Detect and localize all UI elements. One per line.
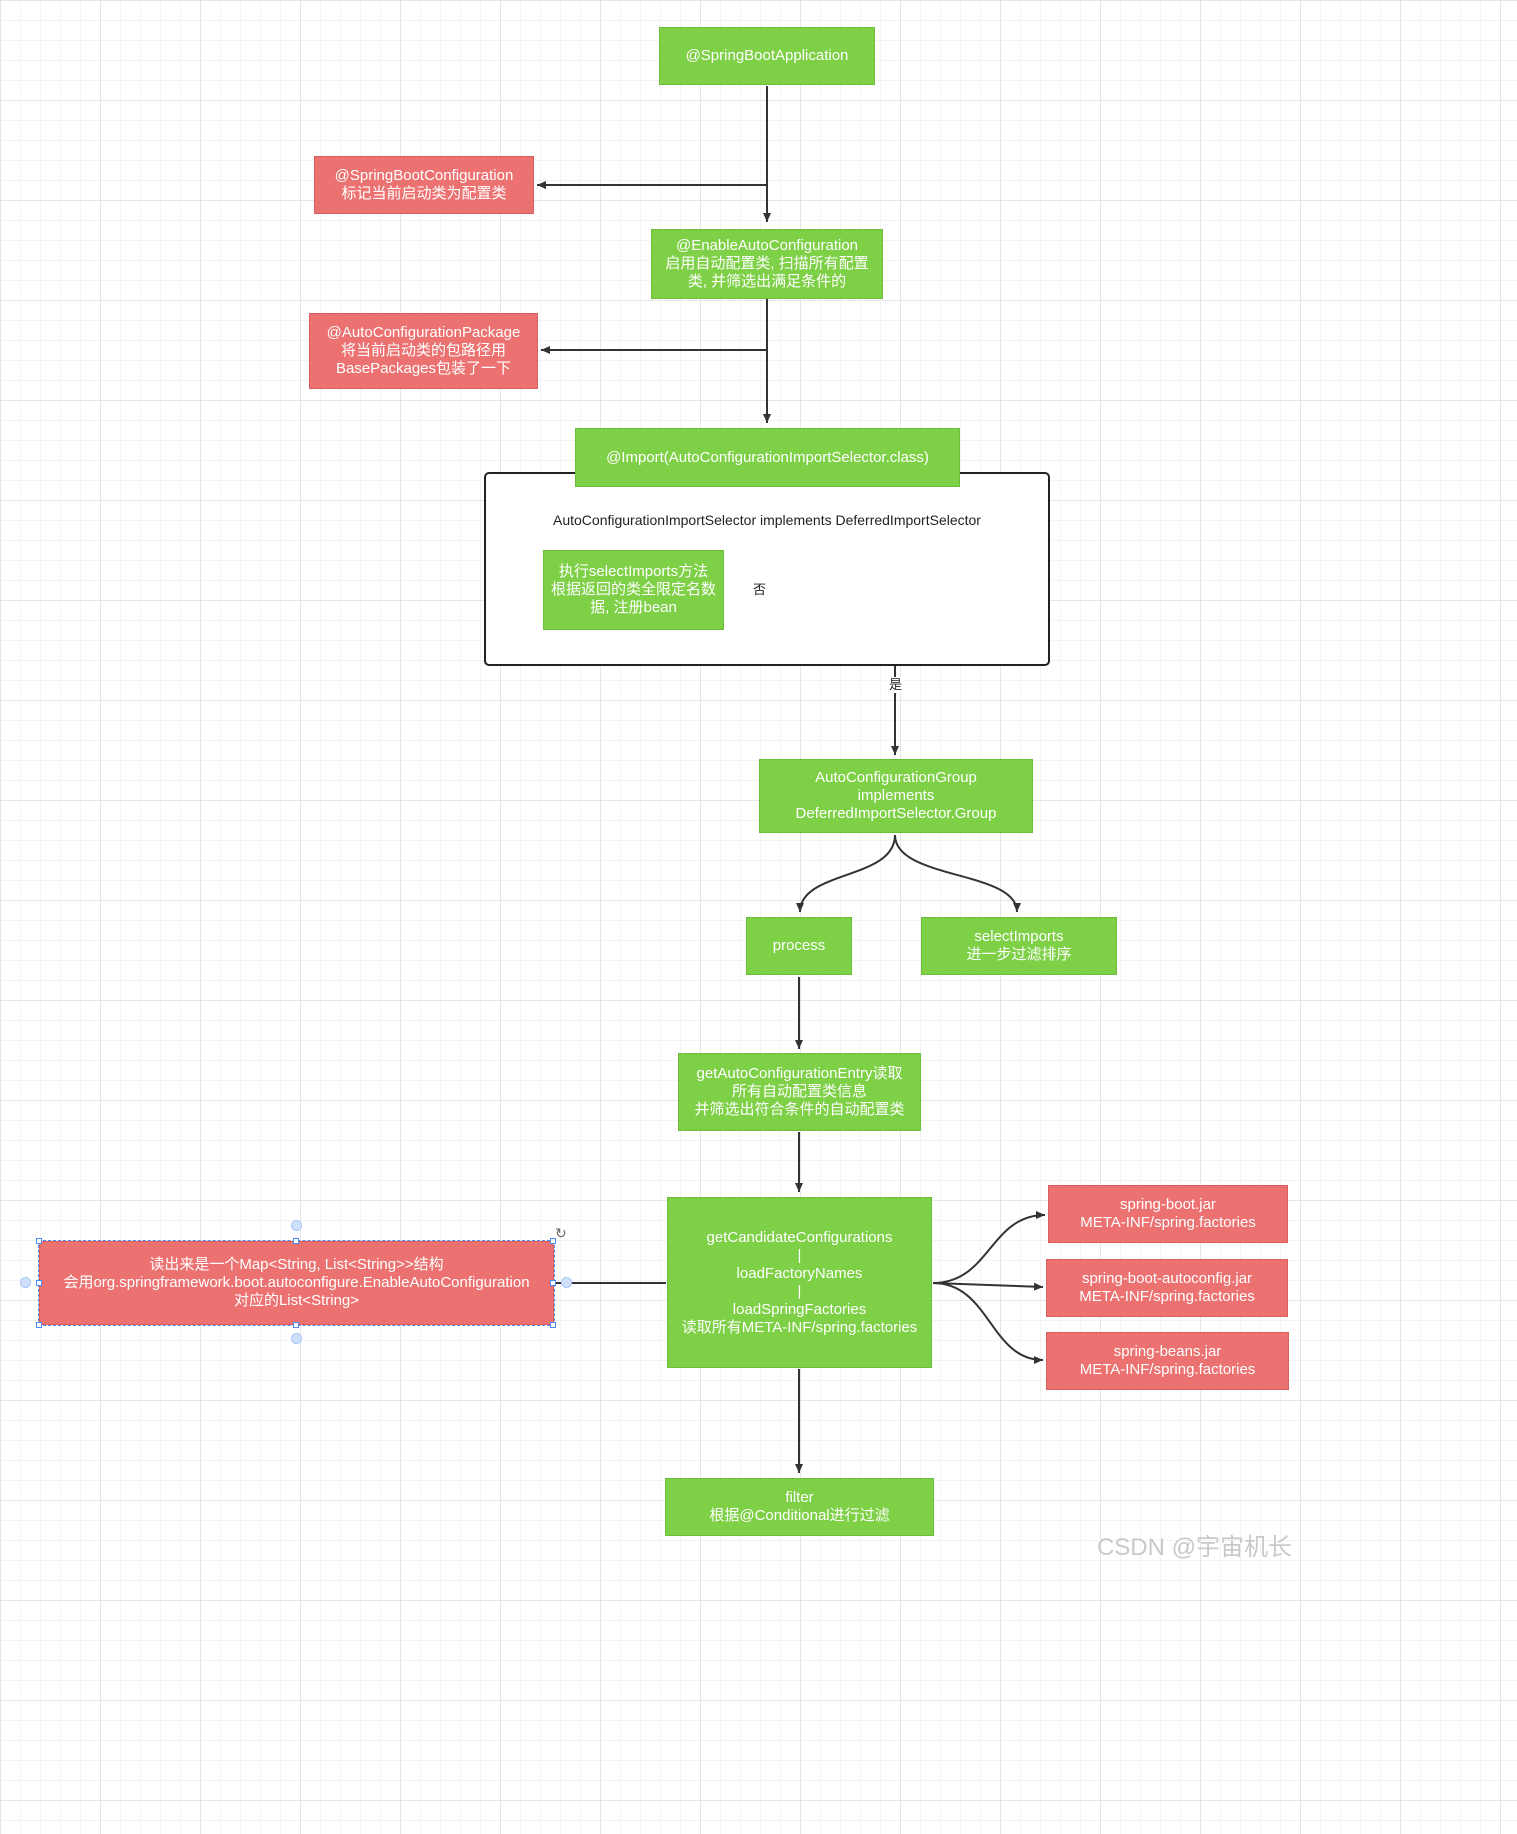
connect-anchor-left[interactable] — [20, 1277, 31, 1288]
connect-anchor-bottom[interactable] — [291, 1333, 302, 1344]
resize-handle-ne[interactable] — [550, 1238, 556, 1244]
edge-group-to-selectimports[interactable] — [894, 834, 1021, 913]
connect-anchor-right[interactable] — [561, 1277, 572, 1288]
map-structure-note[interactable]: 读出来是一个Map<String, List<String>>结构 会用org.… — [38, 1240, 555, 1326]
spring-beans-jar-note[interactable]: spring-beans.jar META-INF/spring.factori… — [1046, 1332, 1289, 1390]
get-auto-configuration-entry-node[interactable]: getAutoConfigurationEntry读取 所有自动配置类信息 并筛… — [678, 1053, 921, 1131]
decision-label: 实现getImportGroup? — [823, 581, 967, 598]
spring-boot-configuration-note[interactable]: @SpringBootConfiguration 标记当前启动类为配置类 — [314, 156, 534, 214]
resize-handle-se[interactable] — [550, 1322, 556, 1328]
edge-candidates-to-boot[interactable] — [932, 1211, 1046, 1284]
resize-handle-nw[interactable] — [36, 1238, 42, 1244]
edge-label-no: 否 — [751, 582, 769, 598]
container-title: AutoConfigurationImportSelector implemen… — [553, 512, 981, 528]
auto-configuration-package-note[interactable]: @AutoConfigurationPackage 将当前启动类的包路径用 Ba… — [309, 313, 538, 389]
spring-boot-application-node[interactable]: @SpringBootApplication — [659, 27, 875, 85]
connect-anchor-top[interactable] — [291, 1220, 302, 1231]
edge-label-yes: 是 — [887, 677, 905, 693]
rotate-handle-icon[interactable]: ↻ — [555, 1225, 567, 1241]
resize-handle-e[interactable] — [550, 1280, 556, 1286]
get-candidate-configurations-node[interactable]: getCandidateConfigurations | loadFactory… — [667, 1197, 932, 1368]
process-node[interactable]: process — [746, 917, 852, 975]
auto-configuration-group-node[interactable]: AutoConfigurationGroup implements Deferr… — [759, 759, 1033, 833]
resize-handle-s[interactable] — [293, 1322, 299, 1328]
import-selector-node[interactable]: @Import(AutoConfigurationImportSelector.… — [575, 428, 960, 487]
resize-handle-w[interactable] — [36, 1280, 42, 1286]
enable-auto-configuration-node[interactable]: @EnableAutoConfiguration 启用自动配置类, 扫描所有配置… — [651, 229, 883, 299]
edge-candidates-to-autoconfig[interactable] — [932, 1282, 1044, 1291]
spring-boot-jar-note[interactable]: spring-boot.jar META-INF/spring.factorie… — [1048, 1185, 1288, 1243]
spring-boot-autoconfig-jar-note[interactable]: spring-boot-autoconfig.jar META-INF/spri… — [1046, 1259, 1288, 1317]
filter-node[interactable]: filter 根据@Conditional进行过滤 — [665, 1478, 934, 1536]
edge-candidates-to-beans[interactable] — [932, 1282, 1044, 1364]
select-imports-exec-node[interactable]: 执行selectImports方法 根据返回的类全限定名数据, 注册bean — [543, 550, 724, 630]
watermark: CSDN @宇宙机长 — [1096, 1534, 1292, 1561]
select-imports-node[interactable]: selectImports 进一步过滤排序 — [921, 917, 1117, 975]
resize-handle-sw[interactable] — [36, 1322, 42, 1328]
edge-group-to-process[interactable] — [796, 834, 896, 913]
resize-handle-n[interactable] — [293, 1238, 299, 1244]
